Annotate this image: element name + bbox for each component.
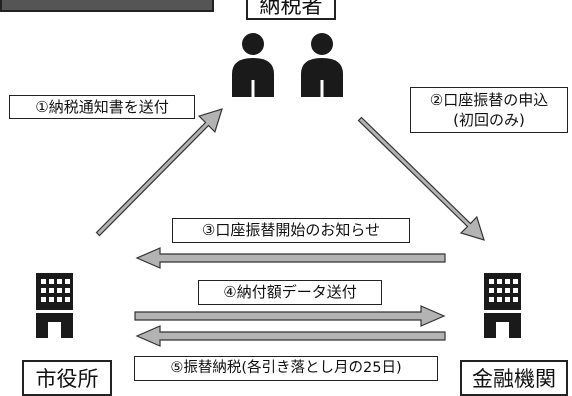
person-icon <box>232 33 274 97</box>
arrow-send-notice <box>95 108 223 237</box>
office-building-icon <box>36 273 73 338</box>
person-leg-gaps <box>251 80 324 97</box>
city-hall-label-text: 市役所 <box>35 367 99 391</box>
step3-text: ③口座振替開始のお知らせ <box>201 221 381 239</box>
office-building-icon <box>484 273 521 338</box>
step2-text-line2: (初回のみ) <box>453 111 525 130</box>
step5-text: ⑤振替納税(各引き落とし月の25日) <box>170 360 402 376</box>
bank-label: 金融機関 <box>460 360 568 396</box>
step3-label: ③口座振替開始のお知らせ <box>172 218 410 243</box>
step4-text: ④納付額データ送付 <box>223 283 357 301</box>
step2-label: ②口座振替の申込 (初回のみ) <box>410 87 568 133</box>
arrow-apply-transfer <box>357 116 485 241</box>
arrow-transfer-payment <box>135 325 446 347</box>
taxpayer-label: 納税者 <box>246 0 336 20</box>
arrow-start-notice <box>135 247 446 269</box>
step4-label: ④納付額データ送付 <box>198 280 382 305</box>
step5-label: ⑤振替納税(各引き落とし月の25日) <box>134 356 438 381</box>
arrow-send-amount-data <box>134 305 446 327</box>
person-icon <box>301 33 343 97</box>
city-hall-label: 市役所 <box>22 360 112 396</box>
step1-text: ①納税通知書を送付 <box>35 98 169 116</box>
step2-text-line1: ②口座振替の申込 <box>429 91 549 109</box>
taxpayer-label-text: 納税者 <box>259 0 323 18</box>
step1-label: ①納税通知書を送付 <box>9 95 195 119</box>
header-bar-fragment <box>0 0 214 12</box>
bank-label-text: 金融機関 <box>472 367 556 391</box>
